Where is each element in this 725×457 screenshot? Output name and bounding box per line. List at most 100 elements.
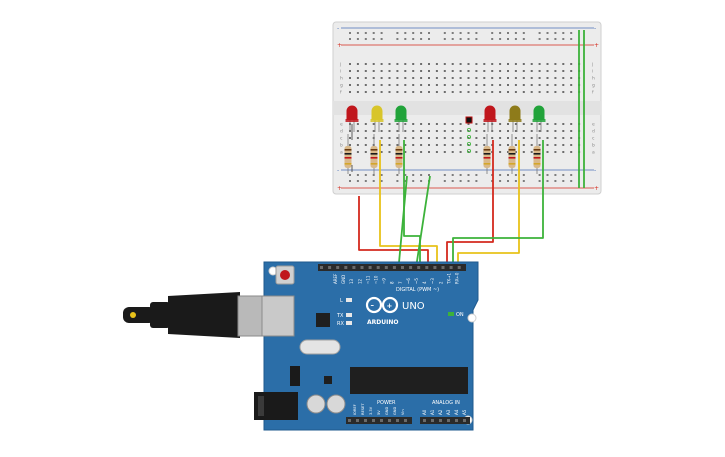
terminal-hole[interactable] xyxy=(428,91,430,93)
terminal-hole[interactable] xyxy=(538,77,541,79)
terminal-hole[interactable] xyxy=(428,70,430,72)
header-hole[interactable] xyxy=(404,419,407,422)
rail-hole[interactable] xyxy=(356,180,359,182)
rail-hole[interactable] xyxy=(443,38,446,40)
terminal-hole[interactable] xyxy=(428,63,430,65)
rail-hole[interactable] xyxy=(507,180,509,182)
rail-hole[interactable] xyxy=(507,174,509,176)
terminal-hole[interactable] xyxy=(507,84,509,86)
terminal-hole[interactable] xyxy=(467,70,470,72)
header-hole[interactable] xyxy=(376,266,380,269)
terminal-hole[interactable] xyxy=(570,130,573,132)
terminal-hole[interactable] xyxy=(451,151,454,153)
terminal-hole[interactable] xyxy=(388,84,391,86)
rail-hole[interactable] xyxy=(412,32,415,34)
terminal-hole[interactable] xyxy=(475,84,478,86)
usb-cable[interactable] xyxy=(123,292,277,338)
terminal-hole[interactable] xyxy=(467,91,470,93)
terminal-hole[interactable] xyxy=(538,91,541,93)
terminal-hole[interactable] xyxy=(546,70,549,72)
terminal-hole[interactable] xyxy=(388,77,391,79)
terminal-hole[interactable] xyxy=(443,137,446,139)
terminal-hole[interactable] xyxy=(443,70,446,72)
terminal-hole[interactable] xyxy=(499,151,502,153)
terminal-hole[interactable] xyxy=(380,84,383,86)
terminal-hole[interactable] xyxy=(483,137,486,139)
terminal-hole[interactable] xyxy=(546,151,549,153)
terminal-hole[interactable] xyxy=(514,144,517,146)
terminal-hole[interactable] xyxy=(562,91,565,93)
terminal-hole[interactable] xyxy=(404,151,407,153)
terminal-hole[interactable] xyxy=(459,77,462,79)
terminal-hole[interactable] xyxy=(514,77,517,79)
terminal-hole[interactable] xyxy=(356,130,359,132)
wire-yellow-2[interactable] xyxy=(457,140,520,265)
rail-hole[interactable] xyxy=(467,32,470,34)
terminal-hole[interactable] xyxy=(507,137,509,139)
terminal-hole[interactable] xyxy=(364,70,367,72)
header-hole[interactable] xyxy=(449,266,453,269)
terminal-hole[interactable] xyxy=(538,70,541,72)
terminal-hole[interactable] xyxy=(396,144,399,146)
wire-red-1[interactable] xyxy=(358,196,429,265)
terminal-hole[interactable] xyxy=(380,137,383,139)
terminal-hole[interactable] xyxy=(388,63,391,65)
terminal-hole[interactable] xyxy=(364,144,367,146)
rail-hole[interactable] xyxy=(459,180,462,182)
rail-hole[interactable] xyxy=(522,180,525,182)
terminal-hole[interactable] xyxy=(562,77,565,79)
rail-hole[interactable] xyxy=(522,38,525,40)
rail-hole[interactable] xyxy=(396,174,399,176)
resistor-3[interactable] xyxy=(395,134,403,174)
rail-hole[interactable] xyxy=(546,174,549,176)
terminal-hole[interactable] xyxy=(538,63,541,65)
terminal-hole[interactable] xyxy=(356,84,359,86)
terminal-hole[interactable] xyxy=(428,84,430,86)
terminal-hole[interactable] xyxy=(428,137,430,139)
resistor-1[interactable] xyxy=(344,134,352,174)
terminal-hole[interactable] xyxy=(396,123,399,125)
led-3[interactable] xyxy=(394,105,408,133)
terminal-hole[interactable] xyxy=(570,144,573,146)
terminal-hole[interactable] xyxy=(412,91,415,93)
rail-hole[interactable] xyxy=(412,180,415,182)
terminal-hole[interactable] xyxy=(507,123,509,125)
terminal-hole[interactable] xyxy=(475,123,478,125)
terminal-hole[interactable] xyxy=(364,151,367,153)
terminal-hole[interactable] xyxy=(514,70,517,72)
terminal-hole[interactable] xyxy=(396,63,399,65)
rail-hole[interactable] xyxy=(420,38,423,40)
terminal-hole[interactable] xyxy=(349,77,351,79)
terminal-hole[interactable] xyxy=(356,91,359,93)
terminal-hole[interactable] xyxy=(443,91,446,93)
terminal-hole[interactable] xyxy=(412,84,415,86)
header-hole[interactable] xyxy=(392,266,396,269)
terminal-hole[interactable] xyxy=(483,123,486,125)
rail-hole[interactable] xyxy=(499,174,502,176)
rail-hole[interactable] xyxy=(459,174,462,176)
terminal-hole[interactable] xyxy=(420,144,423,146)
terminal-hole[interactable] xyxy=(388,137,391,139)
terminal-hole[interactable] xyxy=(546,77,549,79)
rail-hole[interactable] xyxy=(514,38,517,40)
rail-hole[interactable] xyxy=(459,32,462,34)
terminal-hole[interactable] xyxy=(562,151,565,153)
terminal-hole[interactable] xyxy=(499,91,502,93)
terminal-hole[interactable] xyxy=(522,70,525,72)
terminal-hole[interactable] xyxy=(396,137,399,139)
terminal-hole[interactable] xyxy=(467,123,470,125)
analog-header[interactable] xyxy=(420,417,470,424)
terminal-hole[interactable] xyxy=(522,77,525,79)
terminal-hole[interactable] xyxy=(530,123,533,125)
terminal-hole[interactable] xyxy=(522,144,525,146)
rail-hole[interactable] xyxy=(554,174,557,176)
terminal-hole[interactable] xyxy=(507,91,509,93)
terminal-hole[interactable] xyxy=(443,123,446,125)
terminal-hole[interactable] xyxy=(514,63,517,65)
terminal-hole[interactable] xyxy=(428,77,430,79)
terminal-hole[interactable] xyxy=(396,130,399,132)
header-hole[interactable] xyxy=(380,419,383,422)
rail-hole[interactable] xyxy=(475,32,478,34)
rail-hole[interactable] xyxy=(349,38,351,40)
rail-hole[interactable] xyxy=(349,180,351,182)
